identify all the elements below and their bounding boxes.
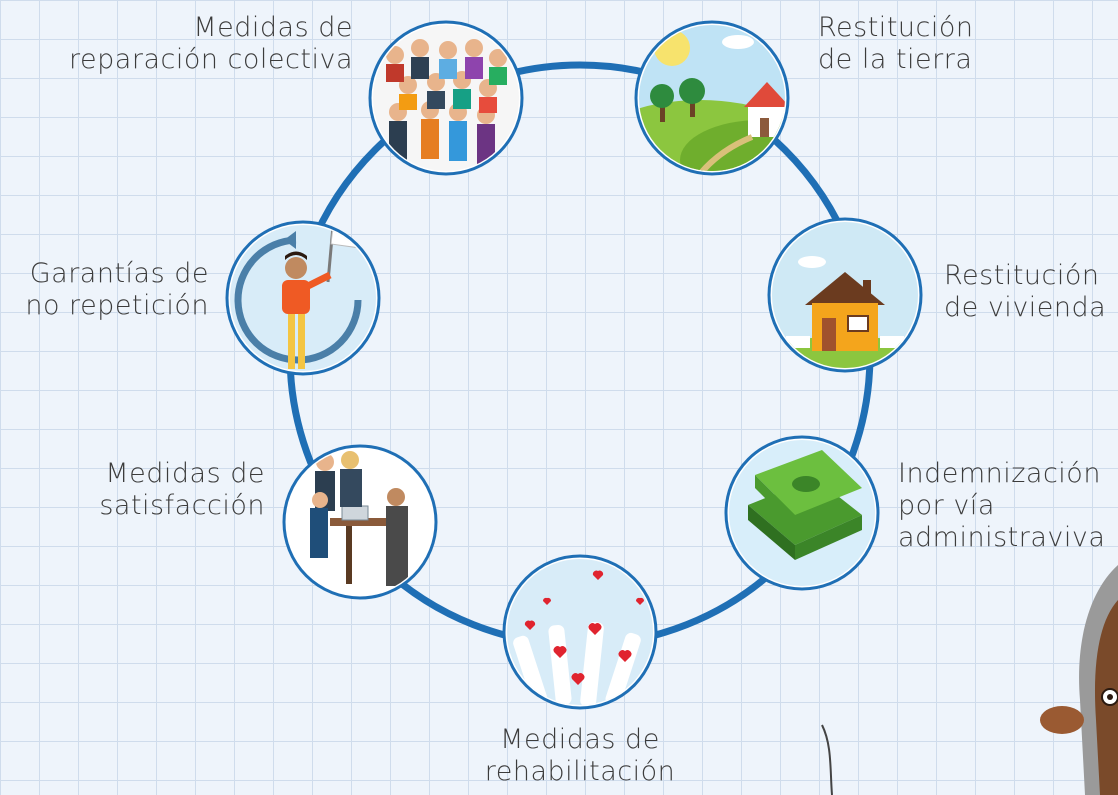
label-reparacion-colectiva: Medidas de reparación colectiva (69, 12, 353, 75)
node-satisfaccion (282, 444, 438, 600)
hearts-hands-icon (507, 559, 653, 705)
house-icon (772, 222, 918, 368)
label-rehabilitacion: Medidas de rehabilitación (484, 724, 676, 787)
money-icon (729, 440, 875, 586)
label-restitucion-tierra: Restitución de la tierra (818, 12, 974, 75)
woman-illustration (821, 565, 1118, 795)
node-reparacion-colectiva (368, 20, 524, 176)
crowd-icon (373, 25, 519, 171)
label-satisfaccion: Medidas de satisfacción (99, 458, 265, 521)
label-no-repeticion: Garantías de no repetición (25, 258, 209, 321)
flag-person-icon (230, 225, 376, 371)
node-rehabilitacion (502, 554, 658, 710)
node-no-repeticion (225, 220, 381, 376)
label-restitucion-vivienda: Restitución de vivienda (944, 260, 1107, 323)
node-indemnizacion (724, 435, 880, 591)
node-restitucion-vivienda (767, 217, 923, 373)
meeting-icon (287, 449, 433, 595)
label-indemnizacion: Indemnización por vía administraviva (898, 458, 1106, 553)
